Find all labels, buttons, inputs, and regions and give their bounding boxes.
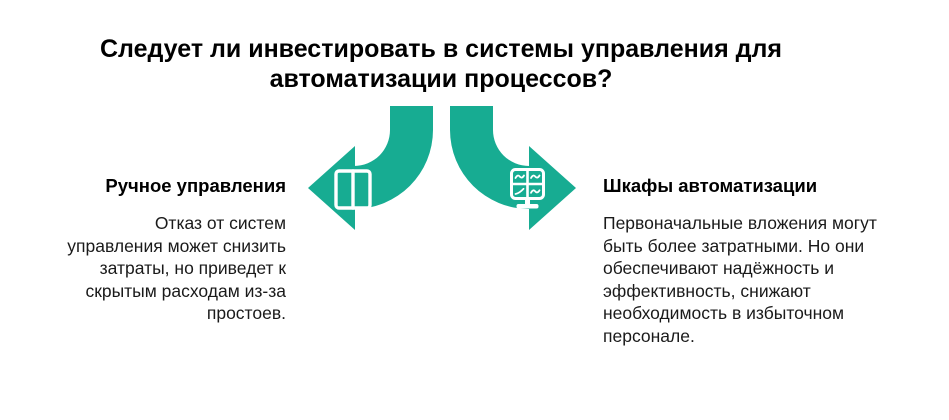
right-body-line: обеспечивают надёжность и bbox=[603, 258, 834, 278]
right-arrow-shape bbox=[450, 106, 576, 230]
monitor-stand-stem bbox=[525, 198, 530, 205]
page-title-line-2: автоматизации процессов? bbox=[269, 65, 613, 93]
right-body-line: эффективность, снижают bbox=[603, 280, 811, 301]
automation-monitor-icon bbox=[510, 168, 545, 209]
right-body-line: необходимость в избыточном bbox=[603, 303, 845, 323]
branching-arrows-graphic bbox=[308, 106, 576, 230]
left-body-line: затраты, но приведет к bbox=[99, 258, 286, 278]
left-body-line: скрытым расходам из-за bbox=[85, 280, 286, 301]
cabinet-doors-icon bbox=[334, 169, 372, 210]
page-title-line-1: Следует ли инвестировать в системы управ… bbox=[100, 35, 782, 63]
right-body-line: Первоначальные вложения могут bbox=[603, 213, 877, 233]
left-option-heading: Ручное управления bbox=[105, 175, 286, 196]
right-body-line: быть более затратными. Но они bbox=[603, 235, 865, 256]
left-body-line: Отказ от систем bbox=[154, 213, 286, 233]
left-body-line: управления может снизить bbox=[67, 235, 286, 256]
left-option-body: Отказ от систем управления может снизить… bbox=[51, 212, 286, 325]
right-body-line: персонале. bbox=[603, 325, 695, 346]
right-option-column: Шкафы автоматизации Первоначальные вложе… bbox=[603, 175, 921, 347]
monitor-stand-base bbox=[516, 204, 539, 209]
left-body-line: простоев. bbox=[206, 303, 286, 323]
right-option-heading: Шкафы автоматизации bbox=[603, 175, 818, 196]
right-option-body: Первоначальные вложения могут быть более… bbox=[603, 212, 921, 347]
left-option-column: Ручное управления Отказ от систем управл… bbox=[51, 175, 286, 325]
page-title: Следует ли инвестировать в системы управ… bbox=[0, 34, 882, 94]
left-arrow-shape bbox=[308, 106, 433, 230]
